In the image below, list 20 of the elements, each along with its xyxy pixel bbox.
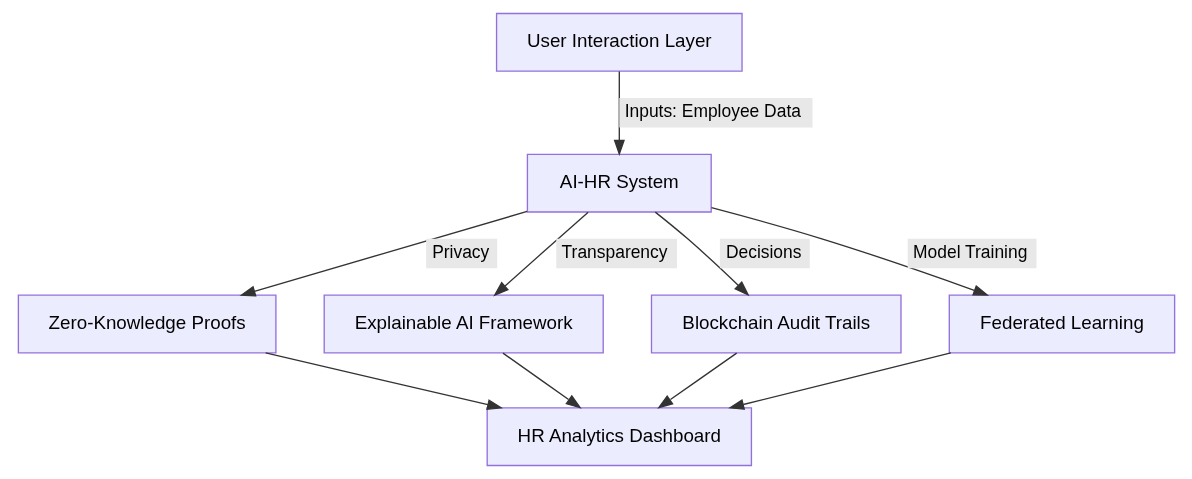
edge-label: Transparency bbox=[561, 242, 667, 263]
arrow bbox=[501, 352, 582, 409]
node-box: AI-HR System bbox=[526, 153, 712, 213]
arrow bbox=[710, 207, 989, 296]
arrow bbox=[656, 352, 737, 409]
node-box: HR Analytics Dashboard bbox=[486, 407, 752, 467]
node-box: User Interaction Layer bbox=[495, 12, 743, 72]
arrow bbox=[239, 210, 528, 297]
edge-label: Decisions bbox=[725, 242, 801, 263]
node-box: Zero-Knowledge Proofs bbox=[17, 294, 277, 354]
edge-label: Privacy bbox=[431, 242, 489, 263]
arrow bbox=[654, 211, 750, 297]
edge-label: Inputs: Employee Data bbox=[624, 101, 801, 122]
arrow bbox=[264, 352, 503, 411]
node-box: Federated Learning bbox=[948, 294, 1175, 354]
arrow bbox=[727, 352, 951, 410]
edge-label: Model Training bbox=[912, 242, 1027, 263]
arrow bbox=[492, 211, 589, 297]
node-box: Blockchain Audit Trails bbox=[650, 294, 902, 354]
node-box: Explainable AI Framework bbox=[323, 294, 604, 354]
